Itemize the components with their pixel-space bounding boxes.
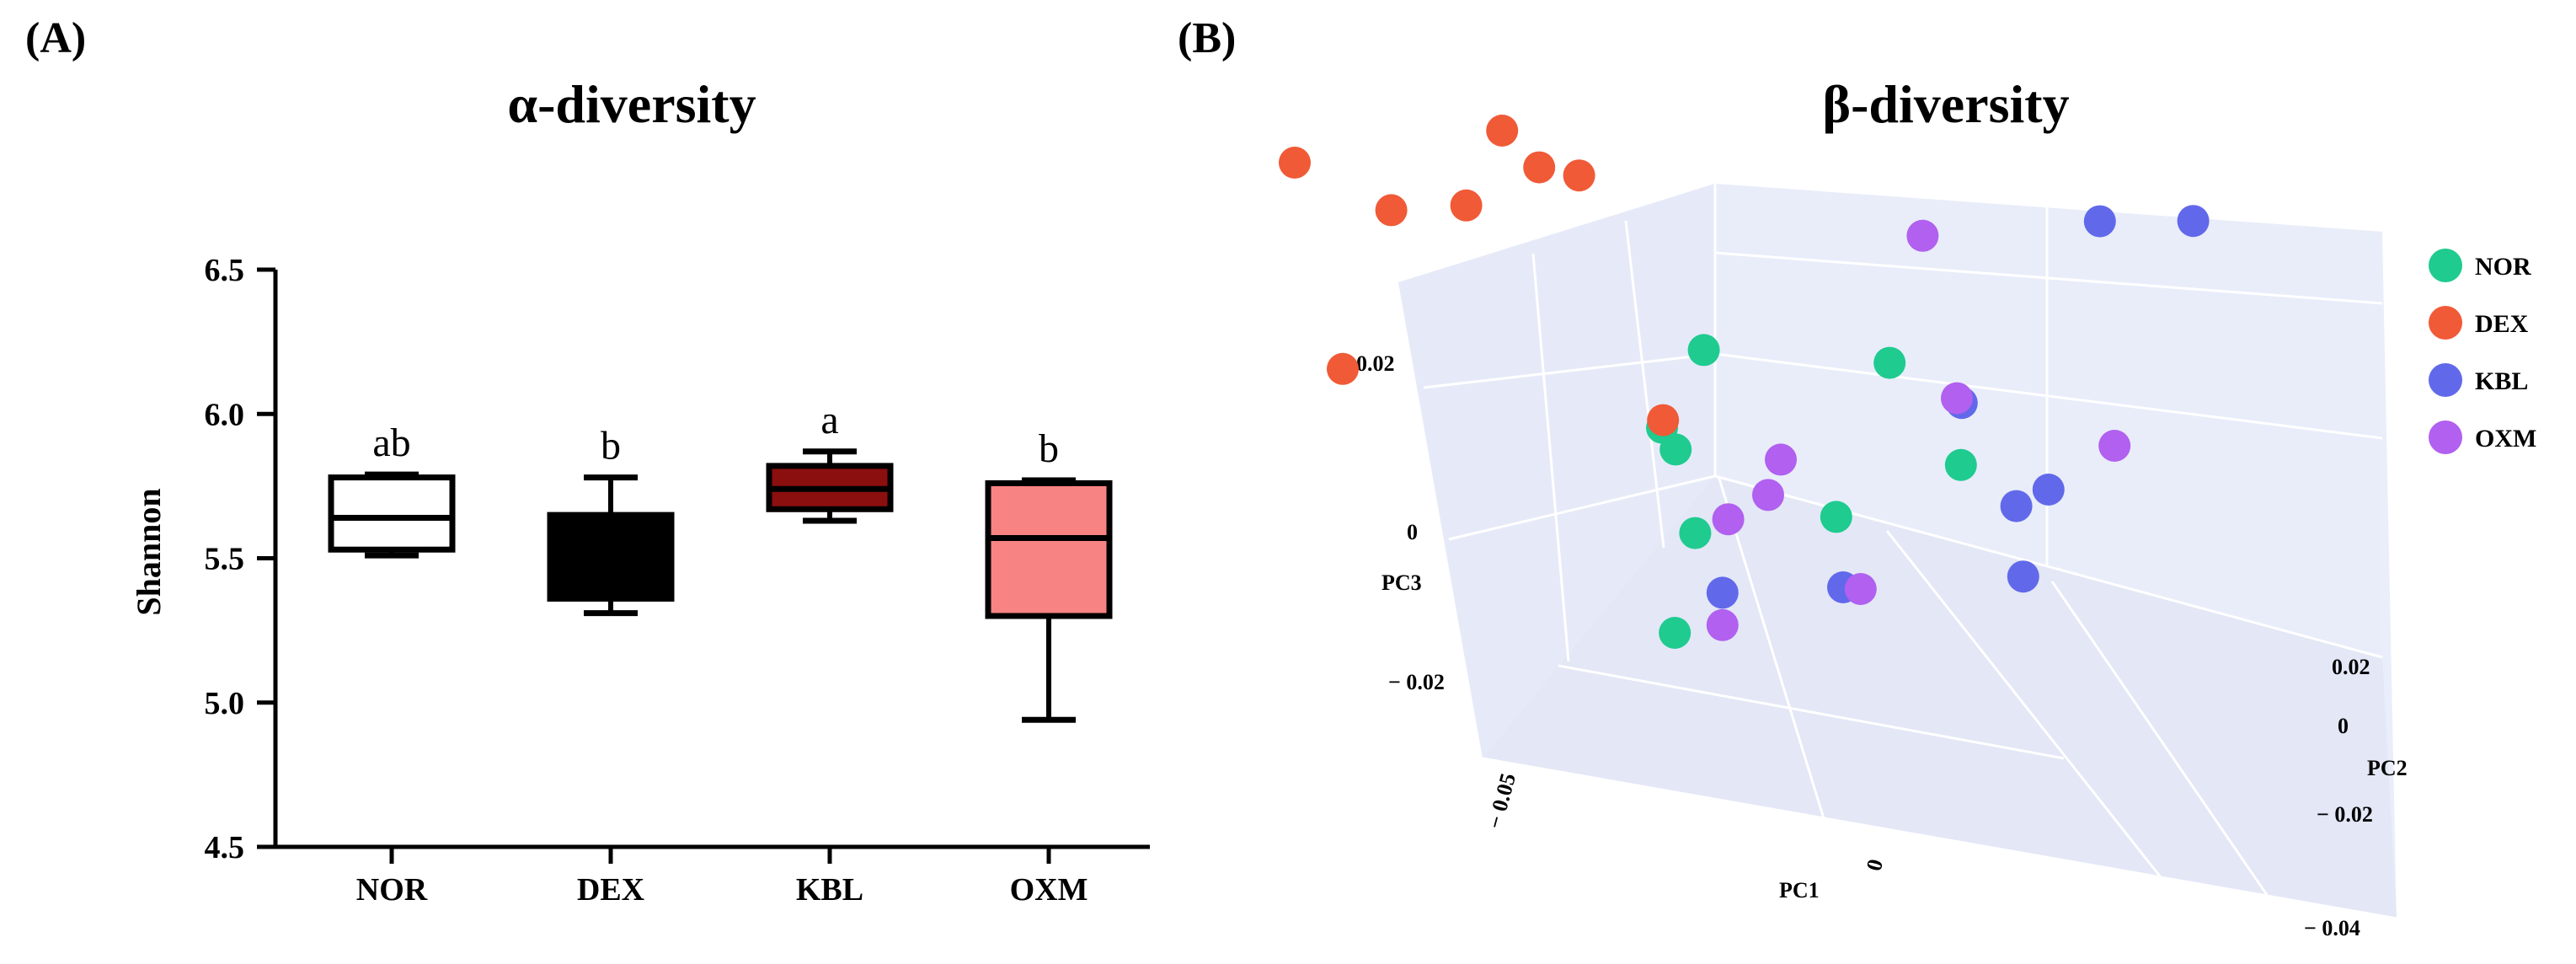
legend-label: KBL bbox=[2475, 367, 2528, 395]
significance-letter: a bbox=[820, 398, 838, 442]
point-oxm bbox=[1712, 503, 1745, 536]
point-oxm bbox=[1752, 479, 1784, 511]
x-tick-label: KBL bbox=[796, 872, 863, 908]
significance-letter: b bbox=[601, 424, 621, 469]
legend-swatch bbox=[2429, 306, 2462, 340]
point-kbl bbox=[2007, 560, 2039, 593]
pc3-tick-3: − 0.02 bbox=[1388, 670, 1445, 694]
y-tick-label: 6.5 bbox=[205, 253, 245, 288]
scene-left-wall bbox=[1398, 184, 1715, 758]
box-kbl: a bbox=[766, 398, 894, 524]
pc1-tick-2: 0 bbox=[1862, 856, 1888, 873]
y-tick-label: 5.5 bbox=[205, 542, 245, 577]
significance-letter: b bbox=[1039, 426, 1059, 471]
point-kbl bbox=[2000, 490, 2033, 522]
point-dex bbox=[1375, 194, 1408, 227]
y-axis-label: Shannon bbox=[130, 488, 168, 615]
point-oxm bbox=[1765, 443, 1797, 476]
point-nor bbox=[1687, 334, 1720, 367]
legend-label: OXM bbox=[2475, 425, 2536, 453]
y-tick-label: 5.0 bbox=[205, 686, 245, 721]
pc3-tick-2: 0 bbox=[1407, 520, 1418, 544]
point-nor bbox=[1944, 448, 1977, 481]
point-nor bbox=[1873, 346, 1906, 379]
significance-letter: ab bbox=[372, 420, 410, 465]
x-tick-label: DEX bbox=[577, 872, 644, 908]
point-oxm bbox=[2098, 430, 2131, 462]
pc2-tick-3: − 0.02 bbox=[2317, 802, 2373, 827]
point-oxm bbox=[1941, 382, 1973, 415]
scene-back-wall bbox=[1715, 184, 2382, 657]
pc2-label: PC2 bbox=[2367, 756, 2408, 780]
box-nor: ab bbox=[328, 420, 456, 559]
panel-label-b: (B) bbox=[1178, 14, 1236, 62]
pc3-label: PC3 bbox=[1382, 570, 1422, 595]
y-tick-label: 6.0 bbox=[205, 397, 245, 432]
pc1-tick-1: − 0.05 bbox=[1483, 770, 1520, 831]
alpha-diversity-chart: α-diversity Shannon 4.5 5.0 5.5 6.0 6.5 NOR a… bbox=[130, 74, 1150, 908]
point-nor bbox=[1679, 517, 1712, 549]
point-oxm bbox=[1844, 573, 1877, 605]
box-body bbox=[328, 474, 456, 553]
point-dex bbox=[1523, 151, 1556, 184]
pc2-tick-1: 0.02 bbox=[2332, 655, 2370, 679]
point-oxm bbox=[1706, 608, 1739, 641]
box-body bbox=[547, 511, 675, 602]
legend-label: NOR bbox=[2475, 253, 2531, 281]
legend-item-kbl: KBL bbox=[2429, 363, 2528, 397]
x-tick-label: OXM bbox=[1010, 872, 1088, 908]
beta-diversity-chart: β-diversity 0.02 0 − 0.02 PC3 0.0 bbox=[1279, 74, 2536, 940]
legend-label: DEX bbox=[2475, 310, 2529, 338]
panel-label-a: (A) bbox=[25, 14, 86, 62]
point-kbl bbox=[1706, 576, 1739, 609]
legend-swatch bbox=[2429, 363, 2462, 397]
alpha-title: α-diversity bbox=[507, 74, 756, 134]
legend-item-dex: DEX bbox=[2429, 306, 2529, 340]
point-dex bbox=[1450, 189, 1483, 222]
box-dex: b bbox=[547, 424, 675, 617]
point-dex bbox=[1327, 352, 1359, 385]
point-kbl bbox=[2032, 474, 2065, 506]
point-kbl bbox=[2177, 205, 2210, 238]
point-nor bbox=[1659, 433, 1692, 466]
legend-swatch bbox=[2429, 420, 2462, 454]
point-oxm bbox=[1906, 219, 1939, 252]
legend: NOR DEX KBL OXM bbox=[2429, 249, 2536, 454]
point-dex bbox=[1647, 404, 1680, 436]
point-dex bbox=[1563, 159, 1595, 192]
y-tick-label: 4.5 bbox=[205, 830, 245, 865]
legend-item-nor: NOR bbox=[2429, 249, 2531, 282]
beta-title: β-diversity bbox=[1822, 74, 2069, 134]
scene-grid bbox=[1423, 184, 2397, 920]
pc2-tick-4: − 0.04 bbox=[2304, 916, 2360, 940]
box-body bbox=[985, 479, 1113, 619]
pc2-tick-2: 0 bbox=[2338, 714, 2349, 738]
x-tick-label: NOR bbox=[356, 872, 428, 908]
legend-item-oxm: OXM bbox=[2429, 420, 2536, 454]
point-dex bbox=[1486, 115, 1519, 147]
box-oxm: b bbox=[985, 426, 1113, 723]
point-nor bbox=[1659, 617, 1692, 649]
point-dex bbox=[1279, 147, 1311, 179]
pc1-label: PC1 bbox=[1779, 878, 1820, 902]
pc3-tick-1: 0.02 bbox=[1356, 351, 1395, 376]
point-kbl bbox=[2083, 205, 2116, 238]
legend-swatch bbox=[2429, 249, 2462, 282]
point-nor bbox=[1820, 501, 1852, 533]
